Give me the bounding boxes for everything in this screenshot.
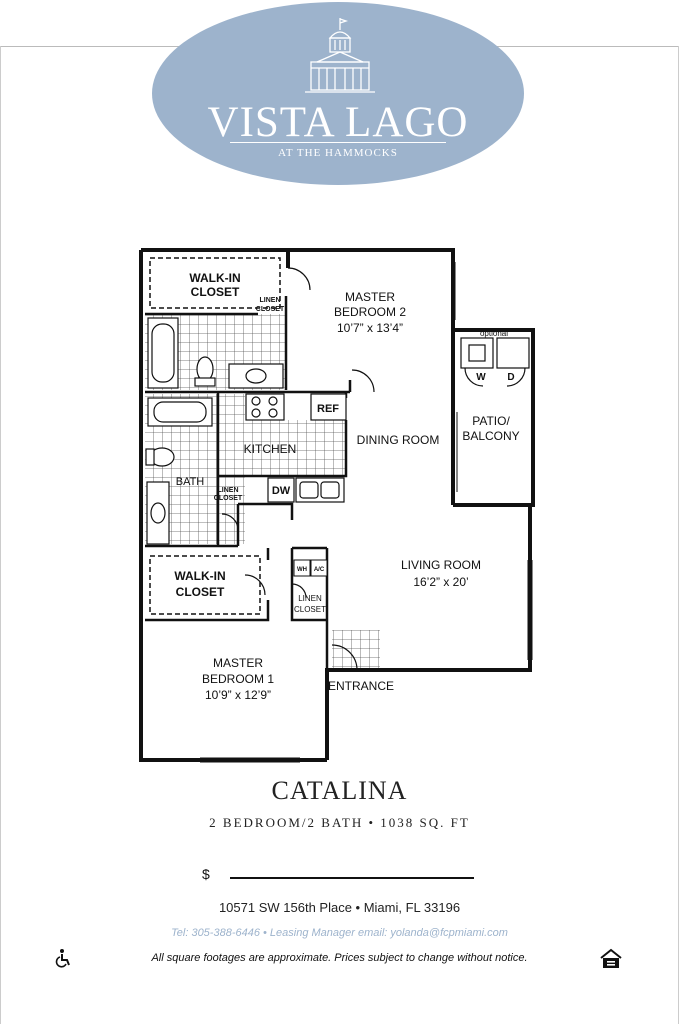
- refrigerator-label: REF: [317, 403, 339, 415]
- master-bedroom-1-label-1: MASTER: [213, 656, 263, 670]
- master-bedroom-2-label-2: BEDROOM 2: [334, 305, 406, 319]
- logo-divider: [230, 142, 446, 143]
- price-blank-line: [230, 877, 474, 879]
- walk-in-closet-bottom-label-2: CLOSET: [176, 585, 225, 599]
- master-bedroom-1-dimensions: 10’9” x 12’9”: [205, 688, 271, 702]
- living-room-label: LIVING ROOM: [401, 558, 481, 572]
- bath-fixtures: [145, 317, 284, 545]
- equal-housing-icon: [600, 948, 622, 968]
- washer-dryer: [460, 337, 530, 387]
- tile-floors: [145, 314, 380, 670]
- linen-closet-bottom-label-1: LINEN: [298, 594, 322, 603]
- kitchen-fixtures: [245, 393, 347, 503]
- door-swings: [221, 267, 375, 671]
- master-bedroom-2-dimensions: 10’7” x 13’4”: [337, 321, 403, 335]
- master-bedroom-1-label-2: BEDROOM 1: [202, 672, 274, 686]
- master-bedroom-2-label-1: MASTER: [345, 290, 395, 304]
- linen-closet-mid-label-1: LINEN: [218, 487, 239, 494]
- cupola-icon: [305, 18, 375, 93]
- walk-in-closet-top-label-1: WALK-IN: [189, 271, 240, 285]
- property-address: 10571 SW 156th Place • Miami, FL 33196: [218, 900, 461, 915]
- walls: [139, 248, 535, 762]
- interior-walls: [145, 296, 352, 670]
- logo-subtitle: AT THE HAMMOCKS: [278, 147, 398, 159]
- kitchen-label: KITCHEN: [244, 442, 297, 456]
- bath-label: BATH: [176, 476, 205, 488]
- plan-name: CATALINA: [271, 776, 408, 805]
- price-field: $: [200, 866, 480, 886]
- living-room-dimensions: 16’2” x 20’: [413, 575, 468, 589]
- entrance-label: ENTRANCE: [328, 679, 394, 693]
- plan-specs: 2 BEDROOM/2 BATH • 1038 SQ. FT: [209, 815, 470, 830]
- vista-lago-logo: VISTA LAGO AT THE HAMMOCKS: [152, 2, 524, 185]
- patio-label-2: BALCONY: [462, 429, 519, 443]
- dryer-label: D: [507, 372, 514, 383]
- ac-label: A/C: [314, 567, 325, 573]
- patio-label-1: PATIO/: [472, 414, 510, 428]
- contact-info: Tel: 305-388-6446 • Leasing Manager emai…: [171, 927, 508, 939]
- linen-closet-bottom-label-2: CLOSET: [294, 605, 326, 614]
- walk-in-closet-top-label-2: CLOSET: [191, 285, 240, 299]
- walk-in-closet-bottom-label-1: WALK-IN: [174, 569, 225, 583]
- linen-closet-top-label-2: CLOSET: [256, 306, 285, 313]
- utility-closets: [293, 559, 328, 577]
- currency-symbol: $: [202, 866, 210, 882]
- windows: [200, 262, 533, 763]
- optional-label: optional: [480, 329, 508, 338]
- frame-left-border: [0, 46, 1, 1024]
- water-heater-label: WH: [297, 567, 307, 573]
- linen-closet-top-label-1: LINEN: [260, 297, 281, 304]
- disclaimer: All square footages are approximate. Pri…: [151, 952, 528, 964]
- linen-closet-mid-label-2: CLOSET: [214, 495, 243, 502]
- dining-room-label: DINING ROOM: [357, 433, 440, 447]
- logo-title: VISTA LAGO: [207, 99, 469, 146]
- dishwasher-label: DW: [272, 485, 291, 497]
- wheelchair-icon: [55, 949, 70, 968]
- closet-dashes: [149, 257, 281, 615]
- washer-label: W: [476, 372, 486, 383]
